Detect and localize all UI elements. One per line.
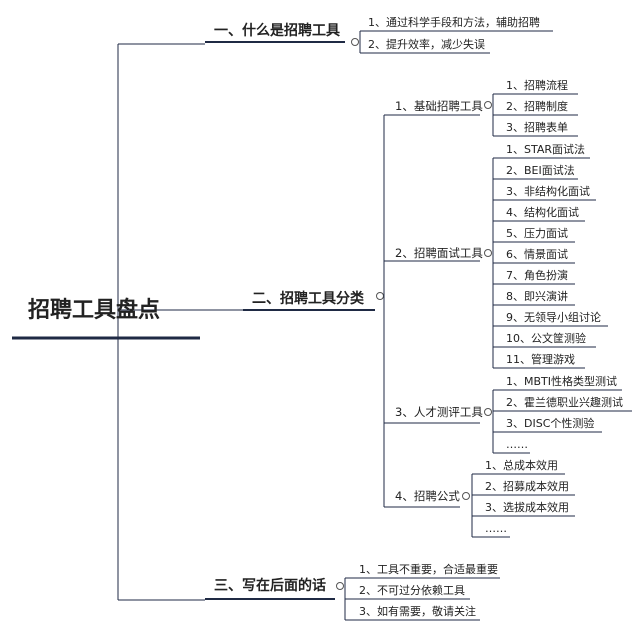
s3-item: 3、DISC个性测验 [506, 417, 595, 430]
s2-item: 6、情景面试 [506, 248, 568, 261]
b3-item: 1、工具不重要，合适最重要 [359, 563, 498, 576]
s1-item: 1、招聘流程 [506, 79, 568, 92]
s2-item: 4、结构化面试 [506, 206, 579, 219]
s4-item: …… [485, 522, 507, 535]
sub-assessment-tools: 3、人才测评工具 [395, 405, 483, 419]
b3-item: 3、如有需要，敬请关注 [359, 605, 476, 618]
b1-item: 1、通过科学手段和方法，辅助招聘 [368, 16, 540, 29]
branch-what-is-recruitment-tool: 一、什么是招聘工具 [214, 23, 340, 39]
root-node: 招聘工具盘点 [28, 298, 161, 323]
s3-item: 1、MBTI性格类型测试 [506, 375, 617, 388]
s2-item: 1、STAR面试法 [506, 143, 586, 156]
s2-item: 10、公文筐测验 [506, 332, 586, 345]
s2-item: 7、角色扮演 [506, 269, 568, 282]
s3-item: …… [506, 438, 528, 451]
s4-item: 3、选拔成本效用 [485, 501, 569, 514]
branch-afterword: 三、写在后面的话 [214, 578, 326, 594]
s2-item: 9、无领导小组讨论 [506, 311, 601, 324]
branch-tool-categories: 二、招聘工具分类 [252, 291, 364, 307]
s1-item: 3、招聘表单 [506, 121, 568, 134]
b3-item: 2、不可过分依赖工具 [359, 584, 465, 597]
s2-item: 3、非结构化面试 [506, 185, 590, 198]
s2-item: 2、BEI面试法 [506, 164, 575, 177]
s3-item: 2、霍兰德职业兴趣测试 [506, 396, 623, 409]
s2-item: 8、即兴演讲 [506, 290, 568, 303]
s4-item: 2、招募成本效用 [485, 480, 569, 493]
sub-recruitment-formulas: 4、招聘公式 [395, 489, 460, 503]
b1-item: 2、提升效率，减少失误 [368, 38, 485, 51]
s2-item: 11、管理游戏 [506, 353, 575, 366]
sub-interview-tools: 2、招聘面试工具 [395, 246, 483, 260]
sub-basic-tools: 1、基础招聘工具 [395, 99, 483, 113]
s4-item: 1、总成本效用 [485, 459, 558, 472]
s1-item: 2、招聘制度 [506, 100, 568, 113]
s2-item: 5、压力面试 [506, 227, 568, 240]
